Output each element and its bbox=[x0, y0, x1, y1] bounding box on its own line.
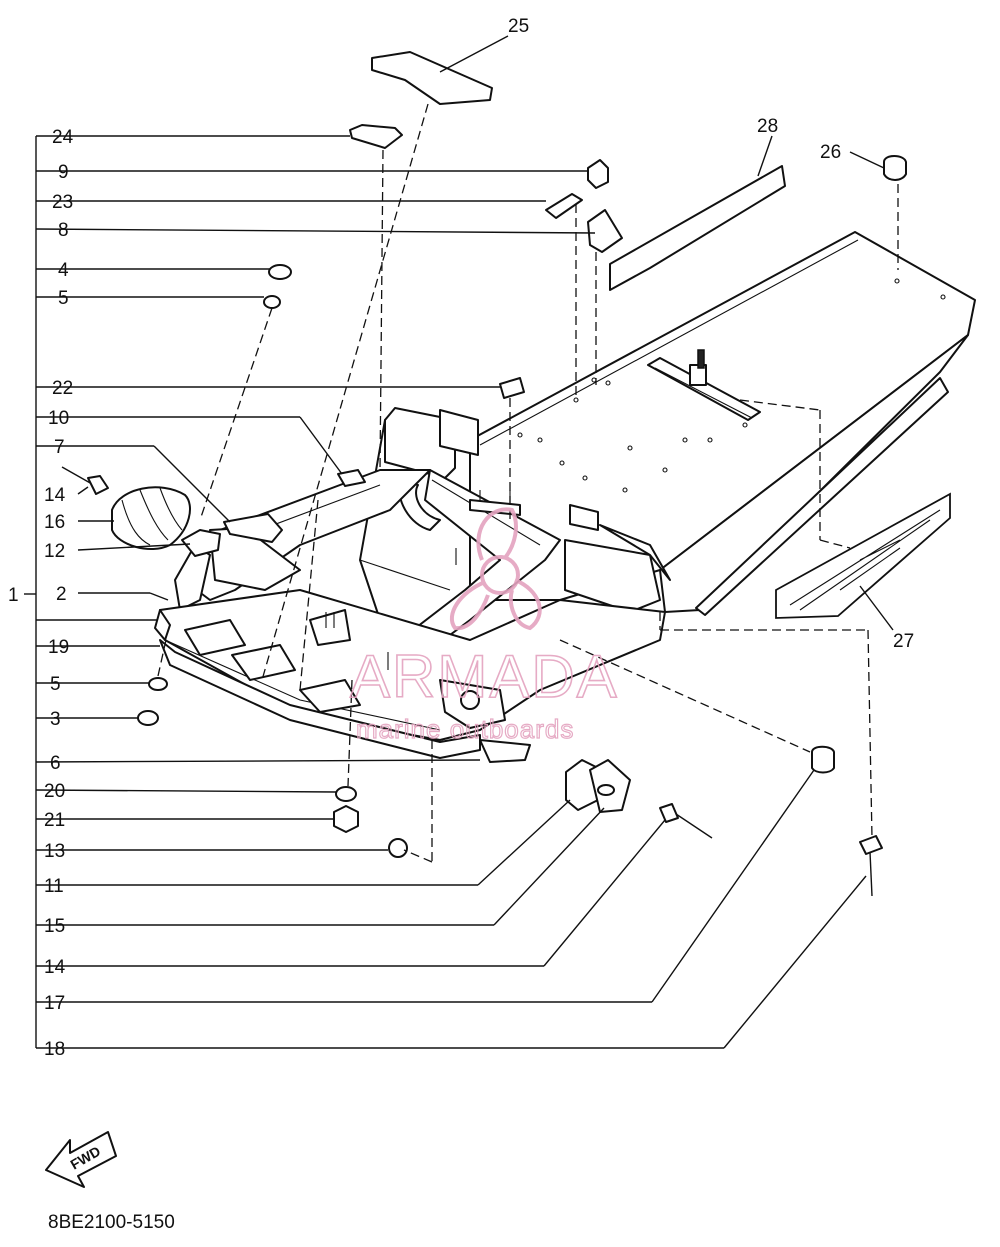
watermark-tagline: marine outboards bbox=[356, 714, 574, 744]
watermark-brand: ARMADA bbox=[350, 643, 619, 710]
callout-8: 8 bbox=[58, 220, 69, 241]
diagram-code: 8BE2100-5150 bbox=[48, 1212, 175, 1233]
part-22-block bbox=[499, 377, 525, 399]
part-7-bracket bbox=[223, 513, 283, 543]
callout-15: 15 bbox=[44, 916, 65, 937]
callout-3: 3 bbox=[50, 709, 61, 730]
part-8-bracket bbox=[587, 209, 623, 253]
part-14-bolt-left bbox=[61, 466, 109, 495]
callout-25: 25 bbox=[508, 16, 529, 37]
part-12-plate bbox=[181, 529, 221, 557]
callout-4: 4 bbox=[58, 260, 69, 281]
part-18-rivet bbox=[859, 835, 883, 897]
part-3-grommet bbox=[137, 710, 159, 726]
callout-5-top: 5 bbox=[58, 288, 69, 309]
callout-16: 16 bbox=[44, 512, 65, 533]
callout-9: 9 bbox=[58, 162, 69, 183]
callout-14-left: 14 bbox=[44, 485, 66, 506]
callout-23: 23 bbox=[52, 192, 73, 213]
callout-26: 26 bbox=[820, 142, 841, 163]
part-4-grommet bbox=[268, 264, 292, 280]
part-13-ring bbox=[388, 838, 408, 858]
part-24-pad bbox=[349, 124, 403, 149]
part-23-block bbox=[545, 193, 583, 219]
part-5-washer-low bbox=[148, 677, 168, 691]
callout-18: 18 bbox=[44, 1039, 65, 1060]
assembly-lines bbox=[157, 103, 899, 863]
part-16-spring bbox=[111, 486, 191, 550]
forward-arrow-icon: FWD bbox=[45, 1131, 117, 1188]
callout-10: 10 bbox=[48, 408, 69, 429]
callout-2: 2 bbox=[56, 584, 67, 605]
callout-7: 7 bbox=[54, 437, 65, 458]
part-25-pad bbox=[371, 51, 493, 105]
callout-22: 22 bbox=[52, 378, 73, 399]
part-10-block bbox=[337, 469, 366, 487]
part-5-washer-top bbox=[263, 295, 281, 309]
leader-lines bbox=[35, 35, 894, 1049]
callout-11: 11 bbox=[44, 876, 64, 897]
callout-1: 1 bbox=[8, 585, 19, 606]
callout-14-right: 14 bbox=[44, 957, 66, 978]
callout-labels: 25 24 28 26 9 23 8 4 5 22 10 7 14 16 12 … bbox=[8, 16, 914, 1060]
callout-27: 27 bbox=[893, 631, 914, 652]
part-9-cap bbox=[587, 159, 609, 189]
callout-24: 24 bbox=[52, 127, 74, 148]
part-20-washer bbox=[335, 786, 357, 802]
callout-20: 20 bbox=[44, 781, 65, 802]
part-14-bolt-right bbox=[659, 803, 713, 839]
callout-19: 19 bbox=[48, 637, 69, 658]
callout-13: 13 bbox=[44, 841, 65, 862]
watermark: ARMADA marine outboards bbox=[349, 507, 619, 745]
callout-28: 28 bbox=[757, 116, 778, 137]
callout-12: 12 bbox=[44, 541, 65, 562]
callout-6: 6 bbox=[50, 753, 61, 774]
part-27-decal bbox=[775, 492, 951, 619]
callout-bracket bbox=[24, 136, 37, 1048]
callout-5-low: 5 bbox=[50, 674, 61, 695]
part-21-nut bbox=[333, 805, 359, 833]
part-28-strip bbox=[609, 165, 786, 291]
engine-bed-assembly bbox=[154, 231, 976, 763]
part-17-cap bbox=[811, 745, 835, 774]
watermark-logo bbox=[449, 507, 542, 631]
callout-21: 21 bbox=[44, 810, 65, 831]
part-26-cap bbox=[883, 155, 907, 181]
callout-17: 17 bbox=[44, 993, 65, 1014]
